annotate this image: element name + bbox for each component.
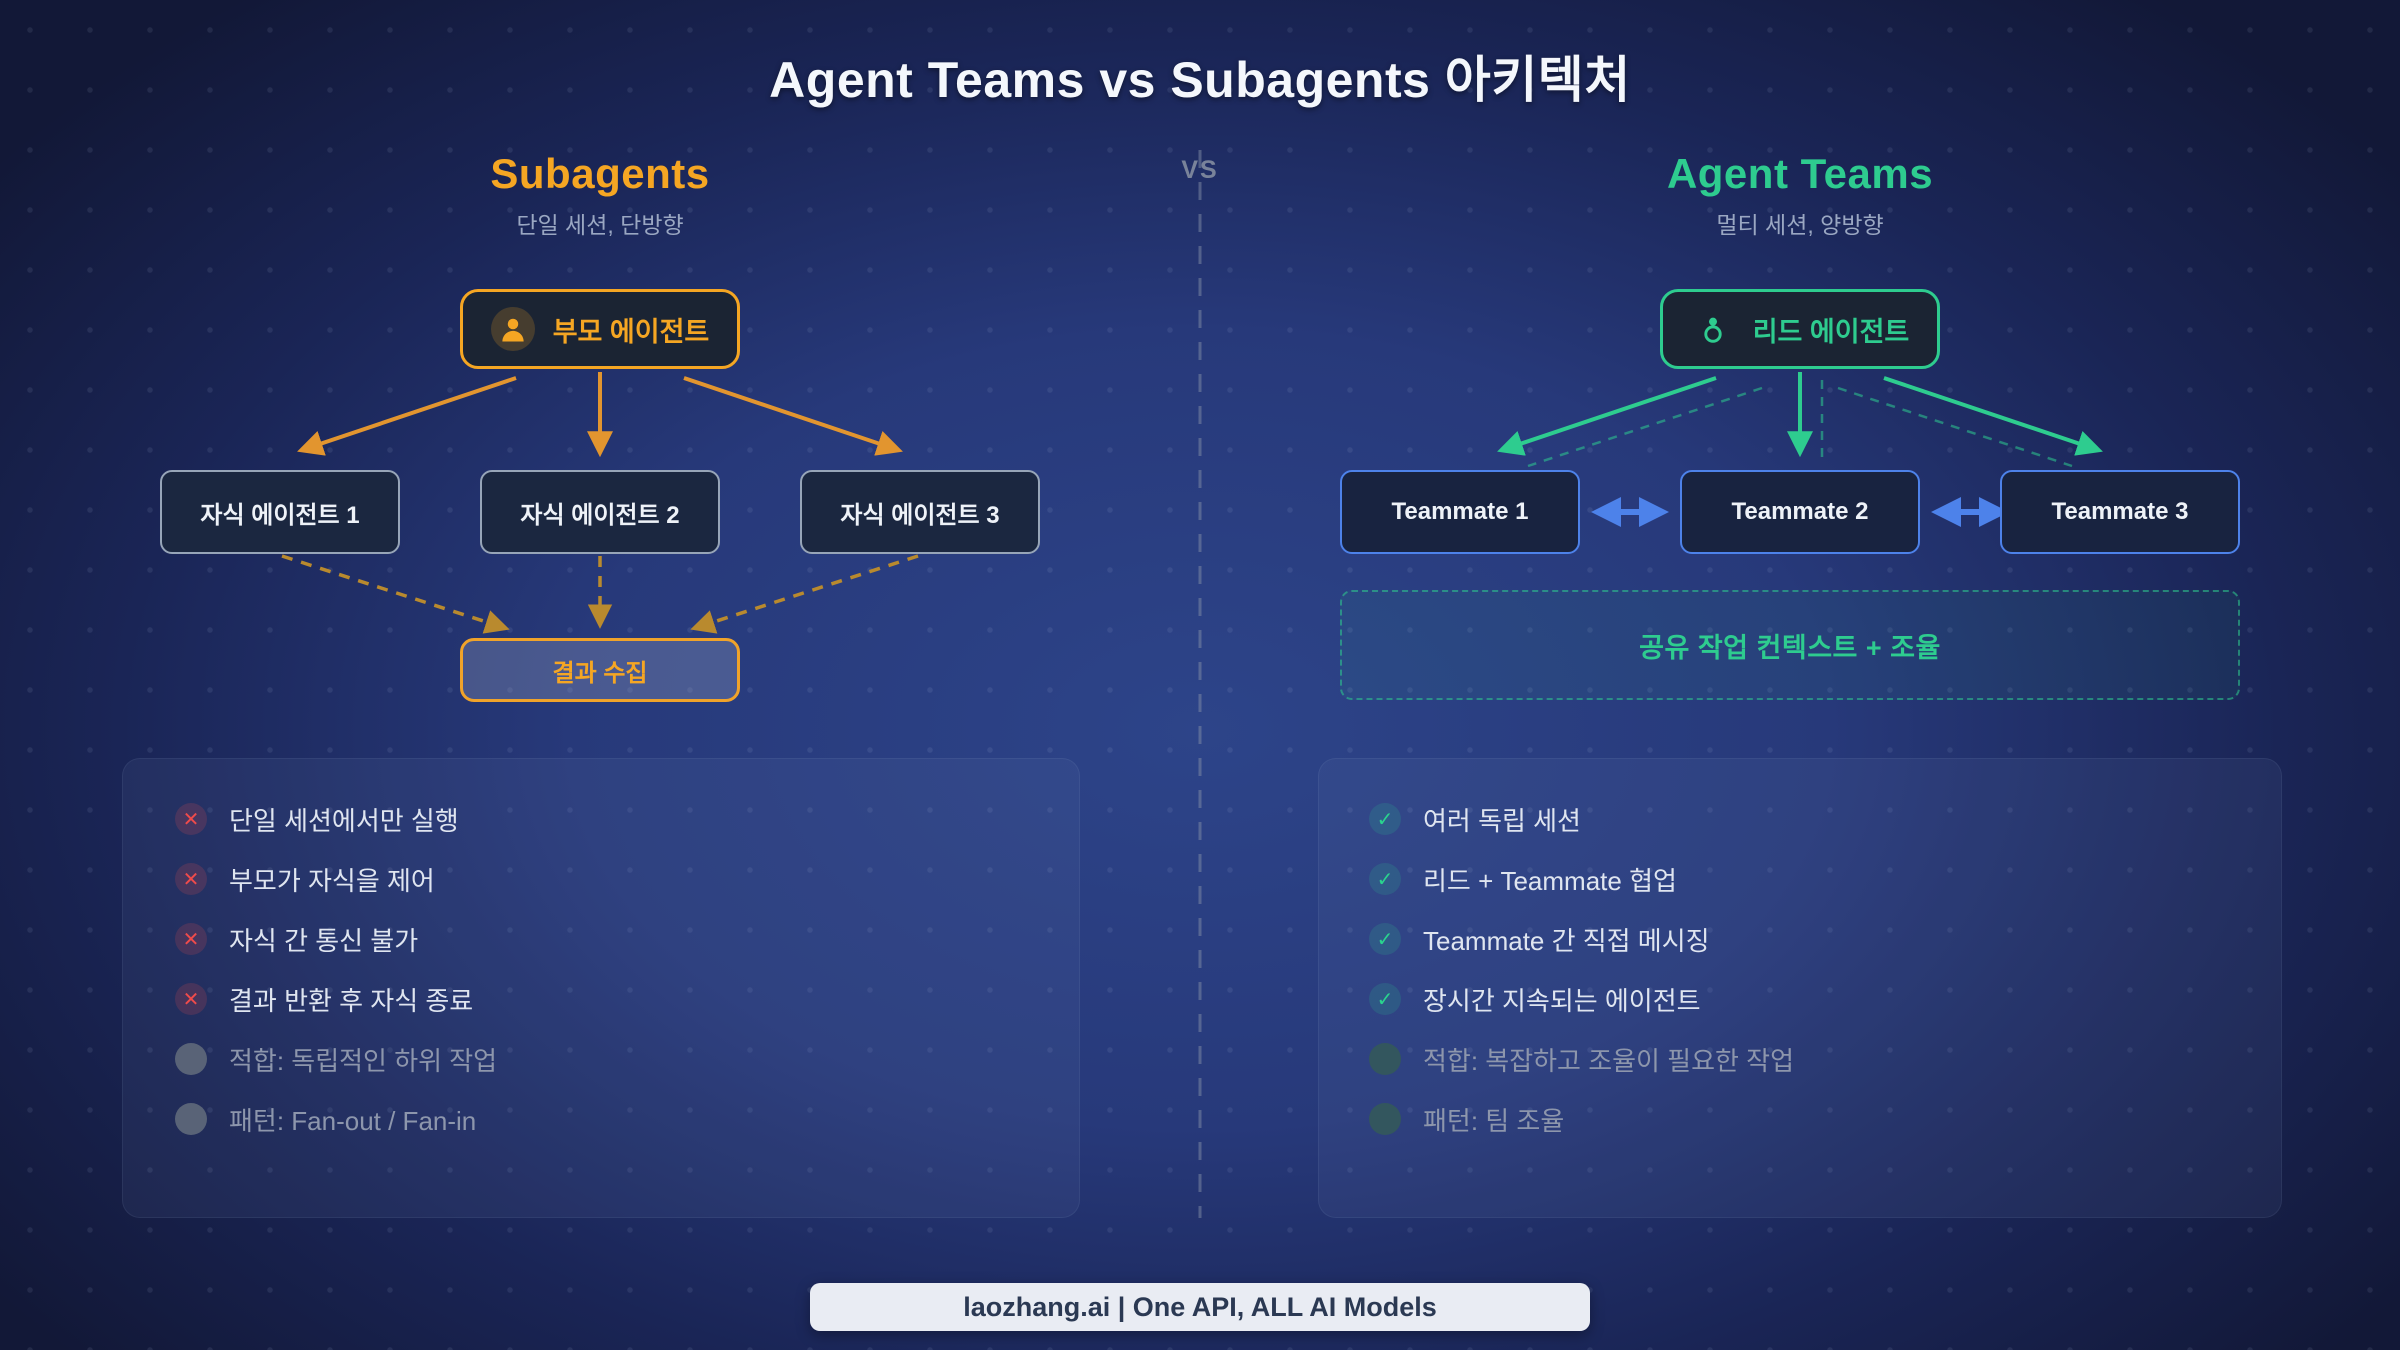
- list-item-label: 부모가 자식을 제어: [229, 865, 435, 896]
- page-title: Agent Teams vs Subagents 아키텍처: [769, 52, 1631, 108]
- list-item: 패턴: 팀 조율: [1319, 1089, 2281, 1149]
- subagents-heading: Subagents: [490, 150, 710, 197]
- list-item-label: 결과 반환 후 자식 종료: [229, 985, 474, 1016]
- teammate-1-node: Teammate 1: [1340, 470, 1580, 554]
- check-icon: ✓: [1369, 863, 1401, 895]
- children-to-gather-arrows: [281, 554, 919, 634]
- check-icon: ✓: [1369, 803, 1401, 835]
- list-item-label: 여러 독립 세션: [1423, 805, 1581, 836]
- footer-brand-label: laozhang.ai | One API, ALL AI Models: [963, 1291, 1437, 1322]
- teammate-3-node: Teammate 3: [2000, 470, 2240, 554]
- agent-teams-subtitle: 멀티 세션, 양방향: [1716, 212, 1884, 238]
- cross-icon: ✕: [175, 923, 207, 955]
- lead-agent-label: 리드 에이전트: [1752, 316, 1910, 347]
- list-item: ✓ 리드 + Teammate 협업: [1319, 849, 2281, 909]
- subagents-subtitle: 단일 세션, 단방향: [516, 212, 684, 238]
- parent-agent-node: 부모 에이전트: [460, 289, 740, 369]
- list-item-label: 적합: 복잡하고 조율이 필요한 작업: [1423, 1045, 1794, 1076]
- dot-icon: [175, 1103, 207, 1135]
- check-icon: ✓: [1369, 983, 1401, 1015]
- child-agent-1-label: 자식 에이전트 1: [200, 501, 360, 529]
- teammate-1-label: Teammate 1: [1391, 498, 1529, 525]
- dot-icon: [1369, 1043, 1401, 1075]
- child-agent-3-node: 자식 에이전트 3: [800, 470, 1040, 554]
- lead-agent-node: 리드 에이전트: [1660, 289, 1940, 369]
- list-item-label: 패턴: 팀 조율: [1423, 1105, 1565, 1136]
- parent-agent-label: 부모 에이전트: [552, 316, 710, 347]
- agent-teams-heading: Agent Teams: [1666, 150, 1934, 197]
- list-item-label: 리드 + Teammate 협업: [1423, 865, 1677, 896]
- child-agent-2-label: 자식 에이전트 2: [520, 501, 680, 529]
- list-item: ✕ 결과 반환 후 자식 종료: [123, 969, 1079, 1029]
- user-icon: [490, 307, 535, 351]
- dot-icon: [175, 1043, 207, 1075]
- list-item-label: Teammate 간 직접 메시징: [1423, 925, 1710, 956]
- user-outline-icon: [1691, 307, 1735, 351]
- parent-to-children-arrows: [297, 372, 903, 458]
- list-item: ✓ 여러 독립 세션: [1319, 789, 2281, 849]
- list-item: 적합: 복잡하고 조율이 필요한 작업: [1319, 1029, 2281, 1089]
- list-item-label: 적합: 독립적인 하위 작업: [229, 1045, 498, 1076]
- list-item-label: 자식 간 통신 불가: [229, 925, 419, 956]
- list-item: 패턴: Fan-out / Fan-in: [123, 1089, 1079, 1149]
- vs-label: VS: [1181, 156, 1219, 184]
- list-item-label: 패턴: Fan-out / Fan-in: [229, 1105, 477, 1136]
- dot-icon: [1369, 1103, 1401, 1135]
- shared-context-label: 공유 작업 컨텍스트 + 조율: [1639, 632, 1941, 663]
- teammates-feedback-dashed-lines: [1527, 380, 2073, 468]
- teammate-2-label: Teammate 2: [1731, 498, 1869, 525]
- result-collection-node: 결과 수집: [460, 638, 740, 702]
- list-item-label: 장시간 지속되는 에이전트: [1423, 985, 1701, 1016]
- lead-to-teammates-arrows: [1497, 372, 2103, 458]
- list-item: ✕ 단일 세션에서만 실행: [123, 789, 1079, 849]
- list-item: 적합: 독립적인 하위 작업: [123, 1029, 1079, 1089]
- list-item: ✕ 자식 간 통신 불가: [123, 909, 1079, 969]
- agent-teams-feature-panel: ✓ 여러 독립 세션 ✓ 리드 + Teammate 협업 ✓ Teammate…: [1318, 758, 2282, 1218]
- shared-context-box: 공유 작업 컨텍스트 + 조율: [1340, 590, 2240, 700]
- list-item: ✓ 장시간 지속되는 에이전트: [1319, 969, 2281, 1029]
- child-agent-3-label: 자식 에이전트 3: [840, 501, 1000, 529]
- child-agent-2-node: 자식 에이전트 2: [480, 470, 720, 554]
- teammate-3-label: Teammate 3: [2051, 498, 2189, 525]
- child-agent-1-node: 자식 에이전트 1: [160, 470, 400, 554]
- list-item: ✓ Teammate 간 직접 메시징: [1319, 909, 2281, 969]
- list-item-label: 단일 세션에서만 실행: [229, 805, 459, 836]
- cross-icon: ✕: [175, 863, 207, 895]
- list-item: ✕ 부모가 자식을 제어: [123, 849, 1079, 909]
- cross-icon: ✕: [175, 803, 207, 835]
- subagents-feature-panel: ✕ 단일 세션에서만 실행 ✕ 부모가 자식을 제어 ✕ 자식 간 통신 불가 …: [122, 758, 1080, 1218]
- teammate-2-node: Teammate 2: [1680, 470, 1920, 554]
- check-icon: ✓: [1369, 923, 1401, 955]
- result-collection-label: 결과 수집: [552, 659, 648, 687]
- footer-brand-badge: laozhang.ai | One API, ALL AI Models: [810, 1283, 1590, 1331]
- cross-icon: ✕: [175, 983, 207, 1015]
